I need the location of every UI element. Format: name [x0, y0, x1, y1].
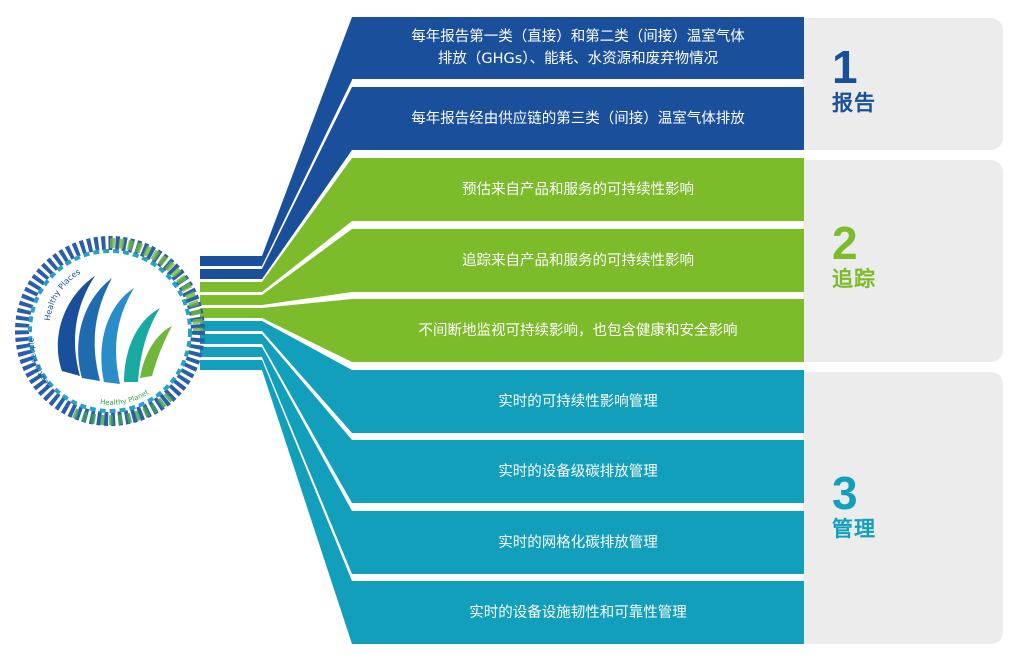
step-report: 1 报告: [832, 44, 876, 116]
connector-ribbon: [200, 17, 352, 266]
row-text: 实时的设备级碳排放管理: [498, 463, 658, 480]
connector-ribbon: [200, 229, 352, 305]
step-label: 报告: [832, 91, 876, 115]
step-manage: 3 管理: [832, 470, 876, 542]
connector-ribbon: [200, 299, 352, 362]
row-report-2: 每年报告经由供应链的第三类（间接）温室气体排放: [352, 87, 804, 150]
row-manage-3: 实时的网格化碳排放管理: [352, 511, 804, 574]
row-track-2: 追踪来自产品和服务的可持续性影响: [352, 229, 804, 292]
row-track-1: 预估来自产品和服务的可持续性影响: [352, 158, 804, 221]
row-text: 实时的可持续性影响管理: [498, 393, 658, 410]
row-text: 实时的网格化碳排放管理: [498, 534, 658, 551]
skyline-ring: [15, 236, 205, 426]
row-text: 预估来自产品和服务的可持续性影响: [462, 181, 694, 198]
connector-ribbon: [200, 87, 352, 279]
row-report-1: 每年报告第一类（直接）和第二类（间接）温室气体排放（GHGs）、能耗、水资源和废…: [352, 17, 804, 79]
healthy-places-logo: Healthy Places Healthy People Healthy Pl…: [15, 236, 205, 426]
group-panel-report: [803, 18, 1003, 150]
connector-ribbon: [200, 334, 352, 503]
group-panel-track: [803, 160, 1003, 362]
row-manage-4: 实时的设备设施韧性和可靠性管理: [352, 581, 804, 644]
row-manage-2: 实时的设备级碳排放管理: [352, 440, 804, 503]
row-text: 不间断地监视可持续影响，也包含健康和安全影响: [418, 322, 738, 339]
row-text: 追踪来自产品和服务的可持续性影响: [462, 252, 694, 269]
row-text: 每年报告经由供应链的第三类（间接）温室气体排放: [411, 110, 745, 127]
connector-ribbon: [200, 321, 352, 433]
group-panel-manage: [803, 372, 1003, 644]
step-number: 1: [832, 41, 858, 93]
step-label: 追踪: [832, 267, 876, 291]
row-track-3: 不间断地监视可持续影响，也包含健康和安全影响: [352, 299, 804, 362]
row-text: 每年报告第一类（直接）和第二类（间接）温室气体: [411, 29, 745, 45]
swoosh-mark: [57, 276, 172, 384]
step-track: 2 追踪: [832, 220, 876, 292]
step-number: 3: [832, 467, 858, 519]
connector-ribbon: [200, 347, 352, 574]
connector-ribbon: [200, 158, 352, 292]
row-manage-1: 实时的可持续性影响管理: [352, 370, 804, 433]
step-label: 管理: [832, 517, 876, 541]
row-text: 实时的设备设施韧性和可靠性管理: [469, 604, 687, 621]
step-number: 2: [832, 217, 858, 269]
row-text: 排放（GHGs）、能耗、水资源和废弃物情况: [437, 51, 719, 67]
